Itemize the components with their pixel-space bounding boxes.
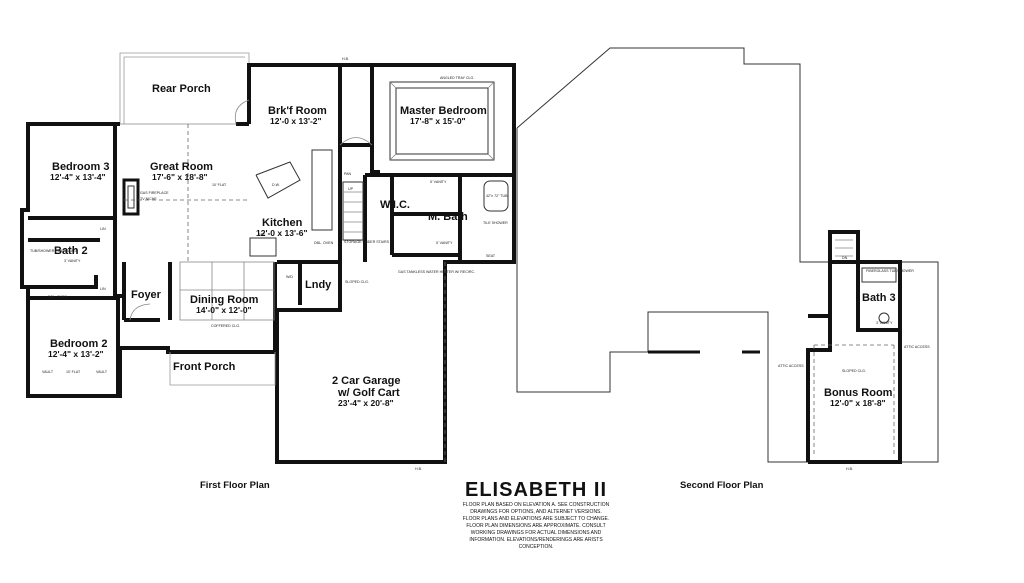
label-garage: 2 Car Garage: [332, 375, 400, 387]
caption-first-floor: First Floor Plan: [200, 480, 270, 491]
label-garage-golf-cart: w/ Golf Cart: [337, 387, 400, 399]
note-linen: LIN: [100, 227, 106, 231]
dim-bedroom-3: 12'-4" x 13'-4": [50, 172, 106, 182]
label-lndy: Lndy: [305, 279, 332, 291]
disclaimer-line: FLOOR PLANS AND ELEVATIONS ARE SUBJECT T…: [463, 516, 610, 522]
note-angled-tray: ANGLED TRAY CLG.: [440, 76, 474, 80]
note-storage: STORAGE UNDER STAIRS: [344, 240, 390, 244]
label-bedroom-2: Bedroom 2: [50, 338, 107, 350]
note-sloped-2: SLOPED CLG.: [842, 369, 866, 373]
bonus-room-walls: [806, 230, 902, 464]
disclaimer-line: WORKING DRAWINGS FOR ACTUAL DIMENSIONS A…: [471, 530, 602, 536]
note-flat-2: 10' FLAT: [212, 183, 227, 187]
note-tv: TV NICHE: [140, 197, 157, 201]
note-dn: DN: [842, 256, 848, 260]
note-sloped-1: SLOPED CLG.: [345, 280, 369, 284]
note-tub-shower: TUB/SHOWER FIBERGLASS: [30, 249, 79, 253]
label-foyer: Foyer: [131, 289, 162, 301]
room-labels: Rear Porch Brk'f Room 12'-0 x 13'-2" Mas…: [48, 83, 896, 408]
note-vanity-3b: 3' VANITY: [876, 321, 893, 325]
dim-dining-room: 14'-0" x 12'-0": [196, 305, 252, 315]
note-seat: SEAT: [486, 254, 496, 258]
first-floor-plan: [20, 52, 516, 464]
disclaimer-line: FLOOR PLAN DIMENSIONS ARE APPROXIMATE. C…: [466, 523, 605, 529]
label-rear-porch: Rear Porch: [152, 83, 211, 95]
front-porch-outline: [169, 352, 276, 386]
note-ref: REF: [258, 233, 266, 237]
label-front-porch: Front Porch: [173, 361, 236, 373]
note-vault-2: VAULT: [96, 370, 108, 374]
note-hb-3: H.B.: [846, 467, 853, 471]
label-bath-2: Bath 2: [54, 245, 88, 257]
label-wic: W.I.C.: [380, 199, 410, 211]
caption-second-floor: Second Floor Plan: [680, 480, 764, 491]
plan-notes: VAULT 10' FLAT VAULT 10' FLAT ANGLED TRA…: [30, 57, 930, 471]
dim-bedroom-2: 12'-4" x 13'-2": [48, 349, 104, 359]
second-floor-plan: [516, 47, 939, 464]
note-dbl-oven: DBL. OVEN: [314, 241, 334, 245]
label-master-bedroom: Master Bedroom: [400, 105, 487, 117]
label-m-bath: M. Bath: [428, 211, 468, 223]
note-hb-1: H.B.: [342, 57, 349, 61]
note-flat-1: 10' FLAT: [66, 370, 81, 374]
note-wd: W/D: [286, 275, 293, 279]
label-bath-3: Bath 3: [862, 292, 896, 304]
plan-title: ELISABETH II: [465, 479, 607, 501]
dim-bonus-room: 12'-0" x 18'-8": [830, 398, 886, 408]
note-vanity-5b: 5' VANITY: [436, 241, 453, 245]
dim-master-bedroom: 17'-8" x 15'-0": [410, 116, 466, 126]
disclaimer-line: DRAWINGS FOR OPTIONS, AND ALTERNET VERSI…: [470, 509, 602, 515]
note-dw: D.W.: [272, 183, 280, 187]
note-coffered: COFFERED CLG.: [211, 324, 240, 328]
note-vanity-3: 3' VANITY: [64, 259, 81, 263]
note-tile-shower: TILE SHOWER: [483, 221, 508, 225]
note-pantry: PAN: [344, 172, 352, 176]
note-attic-2: ATTIC ACCESS: [904, 345, 930, 349]
roof-outline: [516, 128, 809, 463]
note-hb-2: H.B.: [415, 467, 422, 471]
disclaimer-line: INFORMATION. ELEVATIONS/RENDERINGS ARE A…: [469, 537, 603, 543]
label-bonus-room: Bonus Room: [824, 387, 893, 399]
label-bedroom-3: Bedroom 3: [52, 161, 109, 173]
note-up: UP: [348, 187, 354, 191]
dim-garage: 23'-4" x 20'-8": [338, 398, 394, 408]
dim-brkf-room: 12'-0 x 13'-2": [270, 116, 322, 126]
dim-great-room: 17'-6" x 18'-8": [152, 172, 208, 182]
note-dbl-oven-2: DBL. OVEN: [48, 295, 68, 299]
disclaimer-line: CONCEPTION.: [519, 544, 554, 550]
note-attic-1: ATTIC ACCESS: [778, 364, 804, 368]
note-fiberglass-3: FIBERGLASS TUB/SHOWER: [866, 269, 914, 273]
rear-porch-outline: [119, 52, 250, 124]
dim-kitchen: 12'-0 x 13'-6": [256, 228, 308, 238]
note-vanity-5: 5' VANITY: [430, 180, 447, 184]
label-great-room: Great Room: [150, 161, 213, 173]
label-brkf-room: Brk'f Room: [268, 105, 327, 117]
disclaimer: FLOOR PLAN BASED ON ELEVATION A. SEE CON…: [463, 502, 610, 550]
note-linen-2: LIN: [100, 287, 106, 291]
note-gas-water: GAS TANKLESS WATER HEATER W/ RECIRC.: [398, 270, 475, 274]
note-vault-1: VAULT: [42, 370, 54, 374]
note-tub: 42"x 72" TUB: [486, 194, 508, 198]
note-fireplace: GAS FIREPLACE: [140, 191, 169, 195]
label-kitchen: Kitchen: [262, 217, 303, 229]
label-dining-room: Dining Room: [190, 294, 259, 306]
disclaimer-line: FLOOR PLAN BASED ON ELEVATION A. SEE CON…: [463, 502, 610, 508]
exterior-walls: [247, 63, 516, 464]
